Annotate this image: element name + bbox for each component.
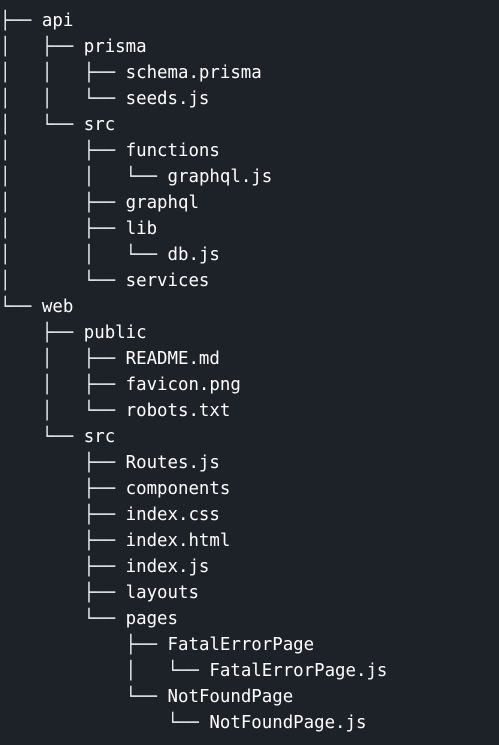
tree-entry-name: db.js [167,245,220,265]
tree-entry-name: schema.prisma [125,63,262,83]
tree-branch-connector: │ └── [0,401,126,421]
tree-branch-connector: ├── [0,557,126,577]
tree-row: ├── api [0,8,499,34]
tree-row: │ └── services [0,268,499,294]
tree-entry-name: components [125,479,231,499]
tree-entry-name: prisma [83,37,147,57]
tree-branch-connector: ├── [0,583,126,603]
tree-branch-connector: └── [0,297,42,317]
tree-row: ├── Routes.js [0,450,499,476]
tree-row: └── NotFoundPage.js [0,710,499,736]
tree-branch-connector: │ └── [0,271,126,291]
tree-entry-name: FatalErrorPage [167,635,315,655]
tree-branch-connector: ├── [0,505,126,525]
tree-entry-name: FatalErrorPage.js [209,661,388,681]
tree-entry-name: index.js [125,557,210,577]
tree-entry-name: services [125,271,210,291]
tree-branch-connector: └── [0,687,168,707]
tree-branch-connector: │ ├── [0,141,126,161]
tree-entry-name: NotFoundPage.js [209,713,367,733]
tree-row: └── web [0,294,499,320]
tree-row: ├── public [0,320,499,346]
tree-row: │ ├── prisma [0,34,499,60]
tree-entry-name: favicon.png [125,375,241,395]
tree-row: └── NotFoundPage [0,684,499,710]
tree-branch-connector: │ │ └── [0,245,168,265]
tree-row: │ ├── graphql [0,190,499,216]
tree-row: │ └── robots.txt [0,398,499,424]
tree-row: │ │ └── db.js [0,242,499,268]
tree-entry-name: graphql [125,193,199,213]
tree-branch-connector: └── [0,609,126,629]
tree-branch-connector: ├── [0,531,126,551]
tree-entry-name: functions [125,141,220,161]
tree-row: │ ├── lib [0,216,499,242]
tree-row: │ ├── README.md [0,346,499,372]
tree-branch-connector: │ └── [0,661,210,681]
tree-entry-name: public [83,323,147,343]
tree-branch-connector: ├── [0,11,42,31]
tree-row: ├── components [0,476,499,502]
tree-entry-name: robots.txt [125,401,231,421]
tree-row: ├── index.css [0,502,499,528]
tree-branch-connector: │ ├── [0,37,84,57]
tree-row: ├── index.js [0,554,499,580]
tree-entry-name: graphql.js [167,167,273,187]
tree-entry-name: src [83,427,116,447]
tree-entry-name: index.html [125,531,231,551]
tree-row: │ │ └── seeds.js [0,86,499,112]
tree-branch-connector: │ │ └── [0,167,168,187]
tree-branch-connector: │ │ └── [0,89,126,109]
tree-entry-name: pages [125,609,178,629]
tree-row: │ └── src [0,112,499,138]
tree-branch-connector: ├── [0,453,126,473]
tree-entry-name: lib [125,219,158,239]
tree-entry-name: Routes.js [125,453,220,473]
tree-row: ├── index.html [0,528,499,554]
tree-row: ├── FatalErrorPage [0,632,499,658]
tree-row: │ │ └── graphql.js [0,164,499,190]
tree-row: │ └── FatalErrorPage.js [0,658,499,684]
tree-row: │ ├── favicon.png [0,372,499,398]
tree-row: ├── layouts [0,580,499,606]
tree-branch-connector: ├── [0,323,84,343]
tree-row: └── src [0,424,499,450]
tree-branch-connector: ├── [0,479,126,499]
tree-branch-connector: │ ├── [0,349,126,369]
tree-row: │ │ ├── schema.prisma [0,60,499,86]
tree-branch-connector: │ ├── [0,375,126,395]
tree-entry-name: NotFoundPage [167,687,294,707]
tree-row: │ ├── functions [0,138,499,164]
tree-entry-name: api [41,11,74,31]
tree-row: └── pages [0,606,499,632]
tree-branch-connector: │ └── [0,115,84,135]
tree-entry-name: seeds.js [125,89,210,109]
tree-entry-name: layouts [125,583,199,603]
tree-branch-connector: ├── [0,635,168,655]
tree-branch-connector: │ ├── [0,193,126,213]
tree-branch-connector: │ │ ├── [0,63,126,83]
tree-entry-name: src [83,115,116,135]
tree-entry-name: web [41,297,74,317]
tree-entry-name: index.css [125,505,220,525]
tree-branch-connector: │ ├── [0,219,126,239]
tree-branch-connector: └── [0,713,210,733]
tree-entry-name: README.md [125,349,220,369]
tree-branch-connector: └── [0,427,84,447]
